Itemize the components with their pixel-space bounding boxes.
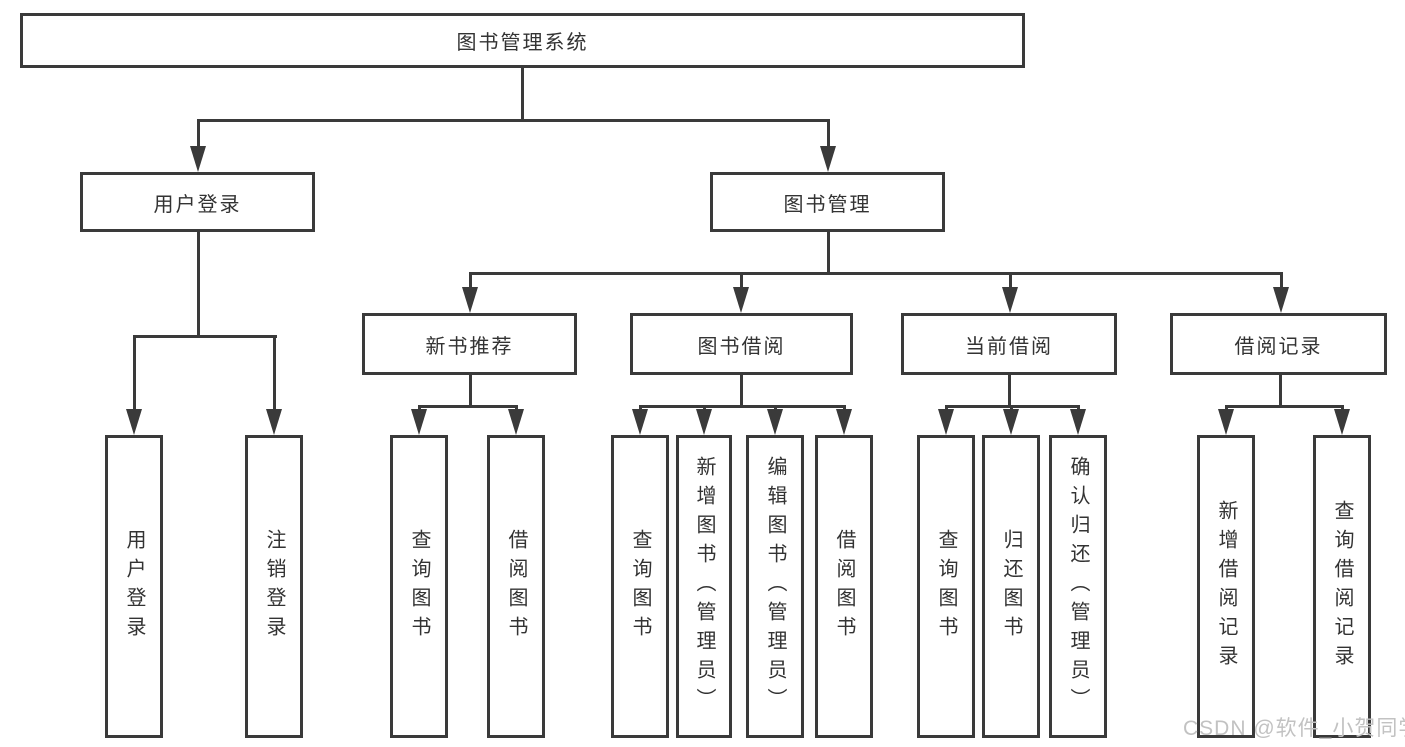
node-book-management-system: 图书管理系统 xyxy=(20,13,1025,68)
connector-line xyxy=(740,272,743,289)
connector-line xyxy=(469,375,472,405)
connector-line xyxy=(197,232,200,335)
connector-line xyxy=(515,405,518,411)
leaf-add-book-admin: 新增图书（管理员） xyxy=(676,435,732,738)
leaf-borrow-book-recommend: 借阅图书 xyxy=(487,435,545,738)
connector-line xyxy=(639,405,642,411)
connector-line xyxy=(1279,375,1282,405)
arrow-down-icon xyxy=(836,409,852,435)
leaf-borrow-book: 借阅图书 xyxy=(815,435,873,738)
connector-line xyxy=(197,119,200,150)
leaf-query-book-current: 查询图书 xyxy=(917,435,975,738)
connector-line xyxy=(703,405,706,411)
connector-line xyxy=(843,405,846,411)
leaf-query-book-borrow: 查询图书 xyxy=(611,435,669,738)
node-current-borrow: 当前借阅 xyxy=(901,313,1117,375)
arrow-down-icon xyxy=(1002,287,1018,313)
leaf-user-login: 用户登录 xyxy=(105,435,163,738)
connector-line xyxy=(1225,405,1344,408)
connector-line xyxy=(1009,272,1012,289)
leaf-query-borrow-record: 查询借阅记录 xyxy=(1313,435,1371,738)
connector-line xyxy=(469,272,472,289)
connector-line xyxy=(1225,405,1228,411)
arrow-down-icon xyxy=(767,409,783,435)
connector-line xyxy=(827,119,830,150)
connector-line xyxy=(133,335,277,338)
arrow-down-icon xyxy=(411,409,427,435)
leaf-return-book: 归还图书 xyxy=(982,435,1040,738)
arrow-down-icon xyxy=(632,409,648,435)
leaf-add-borrow-record: 新增借阅记录 xyxy=(1197,435,1255,738)
connector-line xyxy=(418,405,421,411)
connector-line xyxy=(469,272,1283,275)
connector-line xyxy=(827,232,830,272)
arrow-down-icon xyxy=(1273,287,1289,313)
node-book-borrow: 图书借阅 xyxy=(630,313,853,375)
arrow-down-icon xyxy=(126,409,142,435)
arrow-down-icon xyxy=(190,146,206,172)
node-user-login: 用户登录 xyxy=(80,172,315,232)
connector-line xyxy=(133,335,136,411)
connector-line xyxy=(197,119,830,122)
node-new-book-recommend: 新书推荐 xyxy=(362,313,577,375)
connector-line xyxy=(1008,375,1011,405)
connector-line xyxy=(1341,405,1344,411)
connector-line xyxy=(945,405,948,411)
leaf-logout: 注销登录 xyxy=(245,435,303,738)
arrow-down-icon xyxy=(1334,409,1350,435)
connector-line xyxy=(1077,405,1080,411)
node-borrow-records: 借阅记录 xyxy=(1170,313,1387,375)
connector-line xyxy=(1010,405,1013,411)
arrow-down-icon xyxy=(820,146,836,172)
arrow-down-icon xyxy=(696,409,712,435)
connector-line xyxy=(639,405,846,408)
arrow-down-icon xyxy=(733,287,749,313)
arrow-down-icon xyxy=(266,409,282,435)
connector-line xyxy=(740,375,743,405)
arrow-down-icon xyxy=(938,409,954,435)
arrow-down-icon xyxy=(1003,409,1019,435)
leaf-edit-book-admin: 编辑图书（管理员） xyxy=(746,435,804,738)
arrow-down-icon xyxy=(462,287,478,313)
leaf-query-book-recommend: 查询图书 xyxy=(390,435,448,738)
connector-line xyxy=(521,68,524,119)
arrow-down-icon xyxy=(1218,409,1234,435)
connector-line xyxy=(273,335,276,411)
connector-line xyxy=(774,405,777,411)
connector-line xyxy=(418,405,518,408)
arrow-down-icon xyxy=(1070,409,1086,435)
leaf-confirm-return-admin: 确认归还（管理员） xyxy=(1049,435,1107,738)
arrow-down-icon xyxy=(508,409,524,435)
csdn-watermark: CSDN @软件_小贺同学 xyxy=(1183,717,1405,740)
node-book-management: 图书管理 xyxy=(710,172,945,232)
connector-line xyxy=(1280,272,1283,289)
